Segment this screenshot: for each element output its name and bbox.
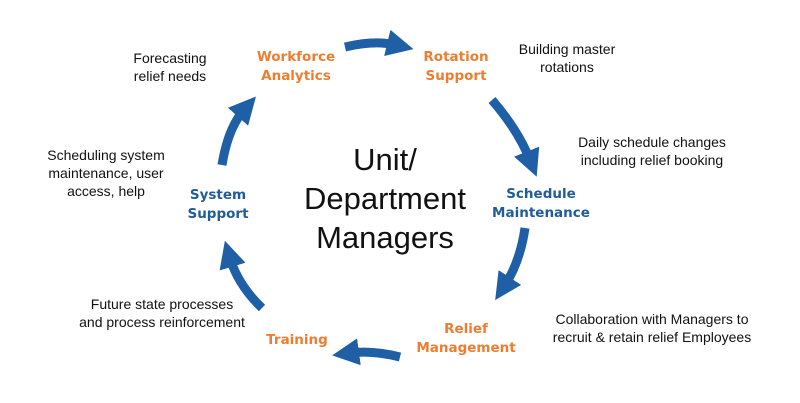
note-line: recruit & retain relief Employees — [552, 329, 752, 345]
arrow-training-to-system — [219, 240, 266, 312]
center-line: Managers — [316, 220, 454, 255]
arrow-relief-to-training — [332, 338, 402, 366]
node-label: System — [189, 187, 247, 203]
note-line: including relief booking — [580, 152, 724, 168]
node-rotation-support: Rotation Support — [423, 48, 488, 86]
arrow-rotation-to-schedule — [488, 97, 540, 177]
node-label: Schedule — [506, 186, 576, 202]
center-title: Unit/ Department Managers — [304, 140, 466, 257]
note-system-support: Scheduling system maintenance, user acce… — [47, 146, 165, 200]
note-training: Future state processes and process reinf… — [79, 295, 245, 331]
arrow-analytics-to-rotation — [343, 29, 414, 57]
node-training: Training — [266, 331, 328, 350]
note-line: access, help — [67, 183, 145, 199]
center-line: Department — [304, 181, 466, 216]
note-line: Collaboration with Managers to — [555, 311, 749, 327]
note-line: rotations — [540, 59, 594, 75]
node-relief-management: Relief Management — [416, 320, 515, 358]
node-label: Support — [425, 68, 487, 84]
arrow-schedule-to-relief — [495, 227, 530, 301]
node-label: Training — [266, 332, 328, 348]
note-rotation-support: Building master rotations — [519, 40, 616, 76]
node-label: Maintenance — [492, 205, 590, 221]
center-line: Unit/ — [353, 142, 417, 177]
note-line: Building master — [518, 41, 616, 57]
note-line: Scheduling system — [47, 147, 165, 163]
node-label: Relief — [444, 321, 488, 337]
node-system-support: System Support — [187, 186, 248, 224]
note-workforce-analytics: Forecasting relief needs — [133, 49, 206, 85]
node-label: Management — [416, 340, 516, 356]
note-line: Future state processes — [90, 296, 234, 312]
note-line: Daily schedule changes — [578, 134, 726, 150]
node-label: Rotation — [423, 49, 489, 65]
note-line: relief needs — [133, 68, 207, 84]
note-line: and process reinforcement — [79, 314, 245, 330]
node-schedule-maintenance: Schedule Maintenance — [492, 185, 590, 223]
note-schedule-maintenance: Daily schedule changes including relief … — [578, 133, 726, 169]
note-line: Forecasting — [133, 50, 207, 66]
node-label: Support — [187, 206, 249, 222]
arrow-system-to-analytics — [217, 96, 256, 166]
node-label: Analytics — [261, 68, 331, 84]
note-relief-management: Collaboration with Managers to recruit &… — [553, 310, 751, 346]
note-line: maintenance, user — [48, 165, 164, 181]
node-label: Workforce — [256, 49, 336, 65]
node-workforce-analytics: Workforce Analytics — [257, 48, 335, 86]
